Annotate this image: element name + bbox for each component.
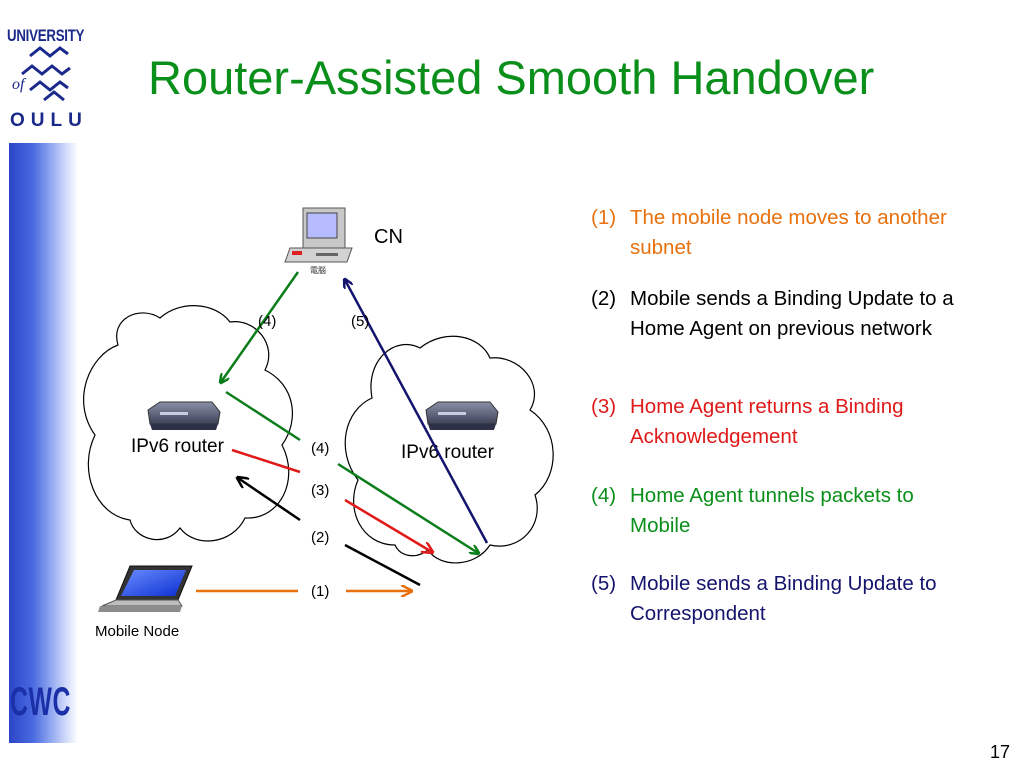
right-router-icon — [425, 401, 499, 430]
logo-top-text: UNIVERSITY — [7, 26, 85, 45]
arrow-4-tunnel-segment-b — [337, 462, 478, 553]
step-4-number: (4) — [591, 484, 617, 507]
logo-emblem-icon — [10, 46, 74, 106]
pc-caption: 電腦 — [310, 265, 326, 275]
step-2-number: (2) — [591, 287, 617, 310]
sidebar-gradient — [9, 143, 78, 743]
step-3-text: Home Agent returns a Binding Acknowledge… — [630, 395, 904, 448]
arrow-label-4-mid: (4) — [311, 440, 329, 457]
arrow-4-tunnel-segment-a — [225, 390, 301, 442]
cn-computer-icon — [284, 207, 353, 263]
logo-bottom-text: OULU — [10, 110, 88, 131]
logo-middle-text: of — [12, 76, 25, 93]
step-5-number: (5) — [591, 572, 617, 595]
right-router-label: IPv6 router — [401, 442, 495, 463]
arrow-label-1: (1) — [311, 583, 329, 600]
step-2-text: Mobile sends a Binding Update to a Home … — [630, 287, 954, 340]
step-1-number: (1) — [591, 206, 617, 229]
arrow-label-3: (3) — [311, 482, 329, 499]
arrow-2-segment-b — [238, 478, 301, 522]
step-5-text: Mobile sends a Binding Update to Corresp… — [630, 572, 937, 625]
mobile-node-label: Mobile Node — [95, 623, 179, 640]
arrow-label-4-top: (4) — [258, 313, 276, 330]
arrow-5-mobile-to-cn — [345, 280, 489, 544]
right-network-cloud — [344, 335, 554, 564]
left-router-icon — [147, 401, 221, 430]
arrow-label-5-top: (5) — [351, 313, 369, 330]
university-logo: UNIVERSITY of OULU — [0, 0, 84, 140]
left-router-label: IPv6 router — [131, 436, 225, 457]
arrow-label-2: (2) — [311, 529, 329, 546]
page-number: 17 — [989, 742, 1010, 762]
step-3-number: (3) — [591, 395, 617, 418]
arrow-3-segment-a — [231, 448, 301, 474]
step-4-text: Home Agent tunnels packets to Mobile — [630, 484, 914, 537]
page-title: Router-Assisted Smooth Handover — [148, 51, 875, 104]
cn-label: CN — [374, 226, 403, 248]
arrow-4-cn-to-router — [221, 271, 300, 382]
arrow-3-segment-b — [344, 498, 432, 552]
arrow-2-segment-a — [344, 543, 421, 587]
mobile-node-laptop-icon — [98, 565, 193, 612]
step-1-text: The mobile node moves to another subnet — [630, 206, 947, 259]
